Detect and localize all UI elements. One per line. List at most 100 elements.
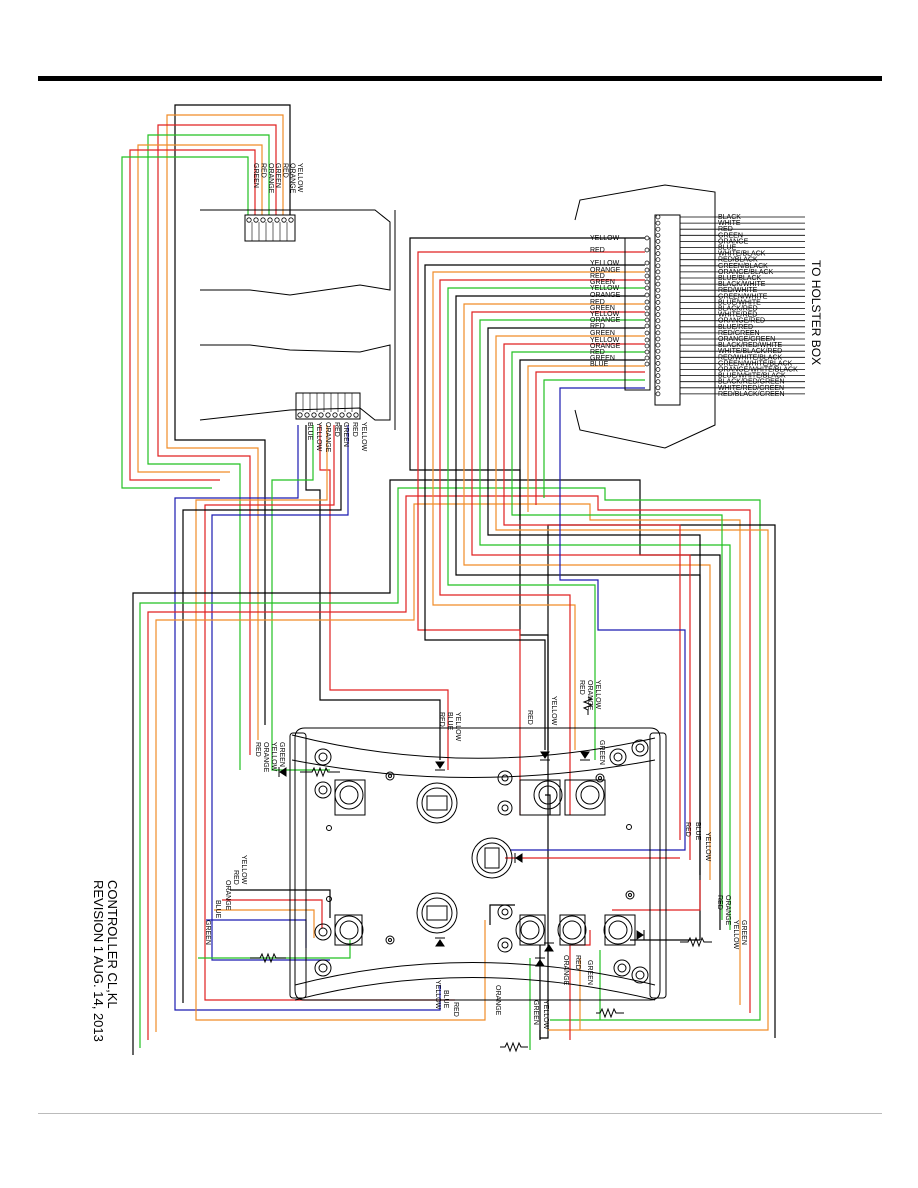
switch-wire-label: ORANGE <box>562 955 569 986</box>
switch <box>334 780 364 810</box>
holster-pin <box>655 220 661 226</box>
holster-wire-label: WHITE/RED/GREEN <box>718 385 784 392</box>
holster-pin <box>655 318 661 324</box>
switch-wire-label: RED <box>574 955 581 970</box>
resistor <box>250 952 286 964</box>
holster-pin <box>655 330 661 336</box>
holster-pin <box>655 239 661 244</box>
wire <box>543 379 645 498</box>
top-connector-label: RED <box>281 163 288 178</box>
diode <box>544 942 554 952</box>
wire <box>211 425 349 961</box>
diagram-title-line1: CONTROLLER CL,KL <box>105 880 120 1009</box>
wire <box>527 365 645 512</box>
switch-wire-label: ORANGE <box>262 742 269 773</box>
holster-wire-label: GREEN/WHITE/BLACK <box>718 360 793 367</box>
mount-hole <box>314 959 332 977</box>
connector-wire-label: GREEN <box>590 355 615 362</box>
holster-wire-label: BLACK/RED/WHITE <box>718 342 783 349</box>
mount-hole <box>385 771 395 781</box>
wire <box>230 889 331 918</box>
switch-wire-label: BLUE <box>446 712 453 731</box>
diode <box>278 767 287 777</box>
switch <box>603 915 633 945</box>
holster-pin <box>655 367 661 372</box>
wire <box>139 487 761 1048</box>
holster-connector <box>624 237 651 391</box>
mount-hole <box>314 923 332 941</box>
switch-wire-label: YELLOW <box>550 696 557 726</box>
holster-wire-label: GREEN/BLACK <box>718 263 768 270</box>
controller-arc <box>291 734 656 759</box>
holster-wire-label: WHITE/BLACK/RED <box>718 348 782 355</box>
switch-wire-label: YELLOW <box>270 742 277 772</box>
top-connector-label: GREEN <box>252 163 259 188</box>
holster-pin <box>655 293 661 299</box>
switch <box>334 915 364 945</box>
wire <box>155 503 741 1032</box>
connector-pin <box>644 343 650 349</box>
wire <box>132 479 721 1055</box>
diode <box>580 751 590 761</box>
top-connector-label: GREEN <box>274 163 281 188</box>
switch-wire-label: GREEN <box>278 742 285 767</box>
connector-pin <box>644 235 650 241</box>
holster-pin <box>655 214 661 220</box>
connector-pin <box>644 279 650 285</box>
connector-wire-label: GREEN <box>590 330 615 337</box>
wire <box>174 104 291 725</box>
mid-connector <box>295 392 361 420</box>
connector-wire-label: YELLOW <box>590 235 620 242</box>
holster-pin <box>655 226 661 232</box>
wire <box>222 899 323 928</box>
wire <box>157 124 277 755</box>
mount-hole <box>595 773 605 783</box>
wire <box>305 425 441 760</box>
holster-pin <box>655 300 661 305</box>
resistor <box>582 696 594 715</box>
holster-pin-group <box>655 214 661 397</box>
holster-pin <box>655 385 661 391</box>
connector-pin <box>644 361 650 367</box>
top-connector-label: YELLOW <box>296 163 303 193</box>
switch-wire-label: GREEN <box>204 920 211 945</box>
connector-pin <box>644 285 650 291</box>
mount-hole <box>609 748 627 766</box>
wire <box>495 335 769 1031</box>
wire <box>195 425 486 1021</box>
top-connector-label: ORANGE <box>267 163 274 194</box>
wire <box>137 144 263 473</box>
controller-arc <box>294 962 656 986</box>
switch-wire-label: RED <box>232 870 239 885</box>
holster-pin <box>655 257 661 263</box>
wire <box>319 425 449 770</box>
holster-wire-label: BLUE/RED <box>718 324 753 331</box>
wire <box>519 359 645 520</box>
holster-wire-label: ORANGE <box>718 238 749 245</box>
connector-pin <box>644 330 650 336</box>
wire <box>503 343 681 840</box>
holster-pin <box>655 287 661 293</box>
connector-wire-label: ORANGE <box>590 267 621 274</box>
connector-wire-label: YELLOW <box>590 311 620 318</box>
switch-wire-label: YELLOW <box>240 855 247 885</box>
switch-wire-label: BLUE <box>694 822 701 841</box>
controller-arc <box>294 977 656 1001</box>
switch <box>575 780 605 810</box>
connector-pin <box>644 273 650 279</box>
holster-pin <box>655 306 661 311</box>
wire <box>545 794 551 815</box>
mount-hole <box>631 739 649 757</box>
joystick <box>416 782 458 824</box>
resistor <box>680 936 712 948</box>
diode <box>514 853 523 863</box>
wire <box>463 303 711 880</box>
footer-rule <box>38 1113 882 1114</box>
mount-hole <box>625 890 635 900</box>
switch-wire-label: YELLOW <box>704 832 711 862</box>
connector-wire-label: RED <box>590 273 605 280</box>
connector-pin <box>644 317 650 323</box>
